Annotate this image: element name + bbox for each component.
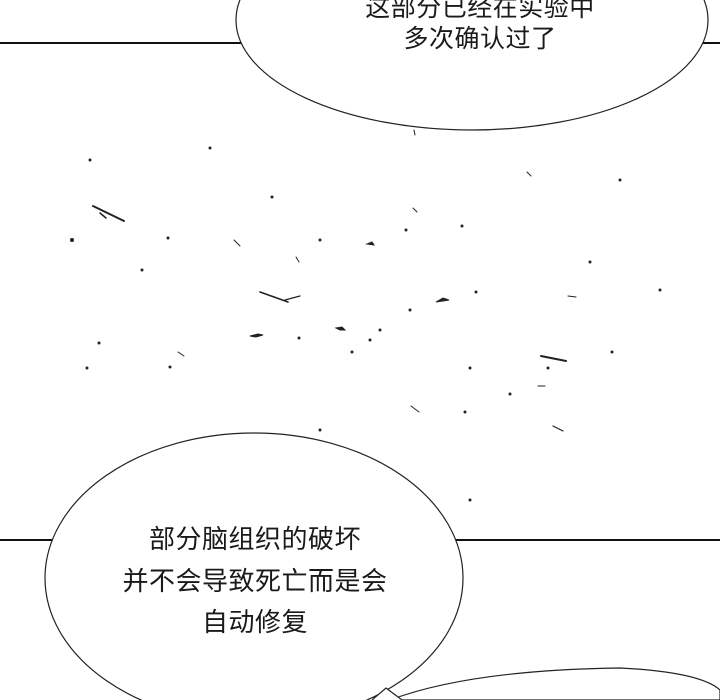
speech-line: 并不会导致死亡而是会 xyxy=(122,566,388,597)
speech-text-middle: 部分脑组织的破坏 并不会导致死亡而是会 自动修复 xyxy=(70,520,440,645)
speech-bubble-top xyxy=(235,0,709,131)
speech-text-top: 这部分已经在实验中 多次确认过了 xyxy=(365,0,595,54)
speech-bubble-middle xyxy=(44,432,464,700)
speech-line: 部分脑组织的破坏 xyxy=(148,525,361,555)
speech-bubble-bottom xyxy=(389,667,720,700)
speech-bubble-tail xyxy=(371,687,403,700)
speech-line: 自动修复 xyxy=(201,608,308,639)
scattered-debris-illustration xyxy=(70,129,662,502)
